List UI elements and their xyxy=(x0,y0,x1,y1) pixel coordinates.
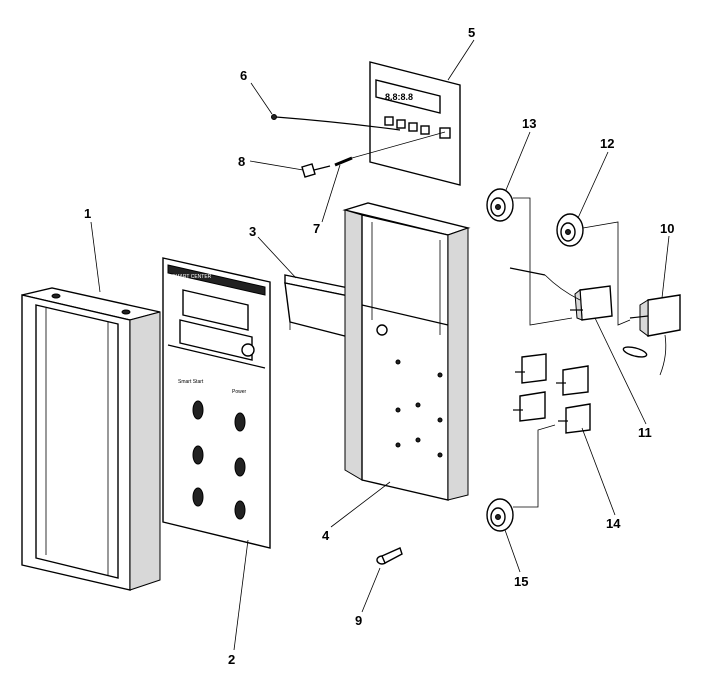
housing-holes xyxy=(395,359,443,458)
part-12-knob xyxy=(556,213,631,326)
part-9-screw xyxy=(376,547,403,565)
callout-3: 3 xyxy=(249,224,256,239)
part-7-spacer xyxy=(334,131,446,167)
part-1-frame xyxy=(21,287,161,591)
part-15-knob xyxy=(486,424,556,532)
svg-text:Smart Start: Smart Start xyxy=(178,379,204,385)
part-2-control-panel: SMART CENTER Smart Start Power xyxy=(162,257,271,549)
callout-13: 13 xyxy=(522,116,536,131)
callout-14: 14 xyxy=(606,516,621,531)
callout-8: 8 xyxy=(238,154,245,169)
part-10-switch xyxy=(622,294,681,376)
callout-10: 10 xyxy=(660,221,674,236)
part-6-wire xyxy=(271,114,401,131)
callout-15: 15 xyxy=(514,574,528,589)
svg-text:SMART CENTER: SMART CENTER xyxy=(172,274,212,280)
callout-5: 5 xyxy=(468,25,475,40)
callout-labels: 1 2 3 4 5 6 7 8 9 10 11 12 13 14 15 xyxy=(84,25,674,667)
callout-2: 2 xyxy=(228,652,235,667)
leader-lines xyxy=(90,39,670,651)
callout-11: 11 xyxy=(638,425,652,440)
part-5-circuit-board: 8.8:8.8 xyxy=(369,61,461,186)
part-4-housing xyxy=(342,202,471,501)
callout-1: 1 xyxy=(84,206,91,221)
svg-text:Power: Power xyxy=(232,389,247,395)
part-14-switch-blocks xyxy=(513,353,591,434)
callout-12: 12 xyxy=(600,136,614,151)
part-11-switch-assembly xyxy=(509,267,613,321)
svg-text:8.8:8.8: 8.8:8.8 xyxy=(385,92,413,102)
callout-7: 7 xyxy=(313,221,320,236)
callout-6: 6 xyxy=(240,68,247,83)
part-8-screw xyxy=(301,163,331,178)
callout-4: 4 xyxy=(322,528,330,543)
part-13-knob xyxy=(486,188,573,326)
callout-9: 9 xyxy=(355,613,362,628)
panel-buttons: Smart Start Power xyxy=(178,379,247,520)
